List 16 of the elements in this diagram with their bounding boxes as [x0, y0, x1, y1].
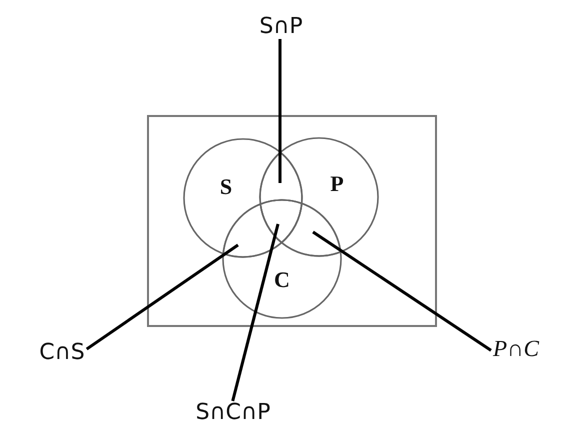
- set-circle: [223, 200, 341, 318]
- intersection-label: S∩C∩P: [194, 401, 272, 425]
- intersection-region: [281, 203, 341, 256]
- set-circle: [260, 138, 378, 256]
- intersection-label: P∩C: [491, 337, 541, 361]
- intersection-label: C∩S: [37, 341, 87, 365]
- universe-rectangle: [147, 115, 437, 327]
- set-letter: C: [274, 269, 290, 291]
- intersection-label: S∩P: [257, 15, 305, 39]
- set-circle: [184, 139, 302, 257]
- intersection-region: [260, 152, 302, 204]
- intersection-region: [260, 200, 302, 243]
- leader-line: [231, 224, 280, 402]
- intersection-region: [223, 204, 282, 257]
- set-letter: P: [330, 173, 344, 195]
- set-letter: S: [220, 176, 232, 198]
